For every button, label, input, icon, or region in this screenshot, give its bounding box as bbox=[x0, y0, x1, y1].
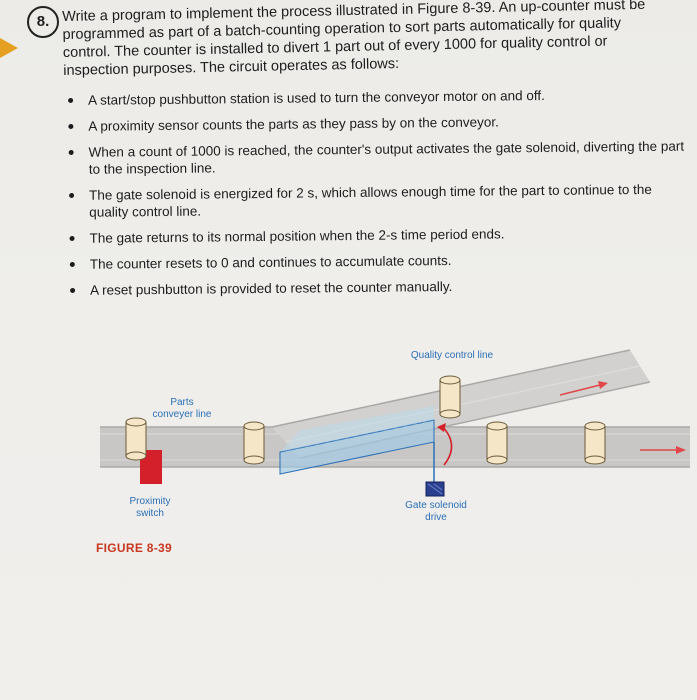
conveyor-post-icon bbox=[439, 375, 461, 419]
list-item: When a count of 1000 is reached, the cou… bbox=[67, 138, 687, 178]
conveyor-post-icon bbox=[125, 417, 147, 461]
list-item: A start/stop pushbutton station is used … bbox=[66, 86, 686, 109]
bullet-icon bbox=[68, 123, 74, 129]
bullet-icon bbox=[68, 97, 74, 103]
bullet-icon bbox=[69, 261, 75, 267]
conveyor-post-icon bbox=[243, 421, 265, 465]
bullet-icon bbox=[69, 235, 75, 241]
list-item: A proximity sensor counts the parts as t… bbox=[66, 112, 686, 135]
list-item: The gate returns to its normal position … bbox=[67, 223, 687, 246]
conveyor-post-icon bbox=[584, 421, 606, 465]
proximity-sensor-icon bbox=[140, 450, 162, 484]
gate-solenoid-label: Gate solenoid drive bbox=[405, 500, 467, 523]
operation-steps-list: A start/stop pushbutton station is used … bbox=[66, 86, 688, 308]
conveyor-figure bbox=[0, 330, 697, 570]
flow-arrow-icon bbox=[598, 381, 608, 389]
problem-statement: Write a program to implement the process… bbox=[62, 0, 687, 80]
quality-control-label: Quality control line bbox=[410, 350, 494, 361]
bullet-icon bbox=[69, 192, 75, 198]
list-item: A reset pushbutton is provided to reset … bbox=[68, 275, 688, 298]
bullet-icon bbox=[70, 287, 76, 293]
bullet-icon bbox=[68, 149, 74, 155]
list-item: The gate solenoid is energized for 2 s, … bbox=[67, 181, 687, 221]
list-item: The counter resets to 0 and continues to… bbox=[68, 249, 688, 272]
conveyor-post-icon bbox=[486, 421, 508, 465]
page-tab-marker bbox=[0, 38, 18, 58]
parts-conveyor-label: Parts conveyer line bbox=[152, 397, 212, 420]
flow-arrow-icon bbox=[676, 446, 686, 454]
figure-caption: FIGURE 8-39 bbox=[96, 541, 172, 555]
conveyor-diagram bbox=[100, 349, 690, 497]
problem-number: 8. bbox=[27, 6, 59, 38]
proximity-switch-label: Proximity switch bbox=[129, 496, 171, 519]
